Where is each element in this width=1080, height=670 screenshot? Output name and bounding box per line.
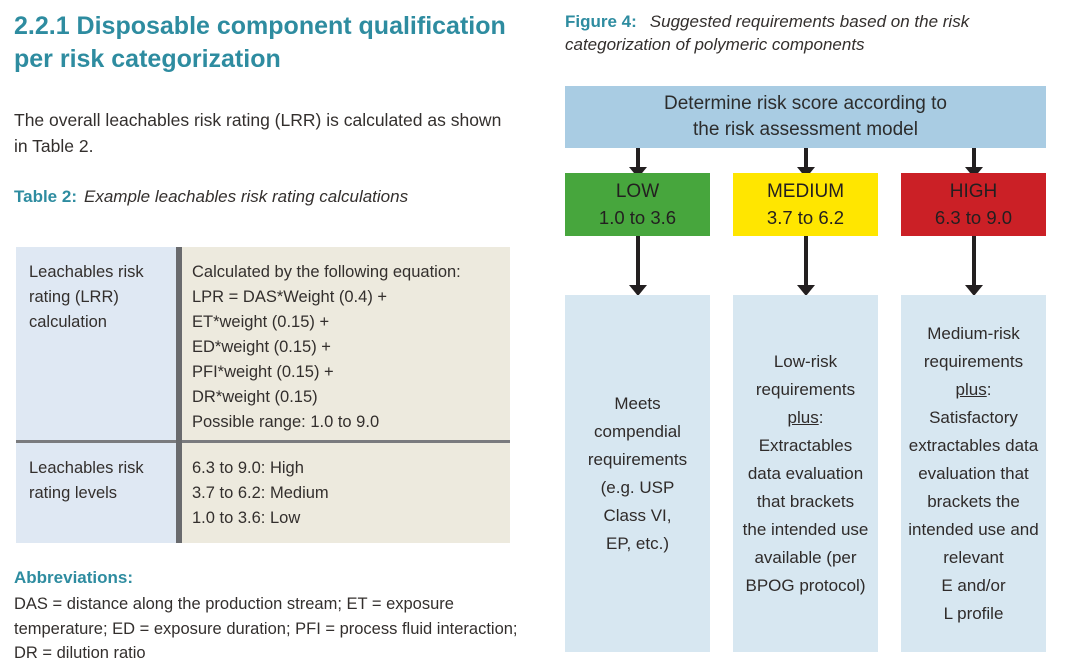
requirement-text: Satisfactory extractables data evaluatio… bbox=[908, 407, 1039, 623]
requirement-text: Medium-risk requirements bbox=[923, 323, 1024, 371]
table-caption-text: Example leachables risk rating calculati… bbox=[83, 187, 409, 206]
down-arrow-icon bbox=[965, 236, 983, 296]
requirement-text: Meets compendial requirements (e.g. USP … bbox=[587, 393, 688, 553]
risk-level-box-low: LOW 1.0 to 3.6 bbox=[565, 173, 710, 236]
abbreviations-heading: Abbreviations: bbox=[14, 568, 134, 587]
intro-paragraph: The overall leachables risk rating (LRR)… bbox=[14, 110, 502, 156]
down-arrow-icon bbox=[629, 148, 647, 178]
risk-level-box-medium: MEDIUM 3.7 to 6.2 bbox=[733, 173, 878, 236]
row-header-cell: Leachables risk rating (LRR) calculation bbox=[16, 247, 176, 440]
requirement-text: Extractables data evaluation that bracke… bbox=[742, 435, 869, 595]
table-column-divider bbox=[176, 247, 182, 543]
figure-caption-text: Suggested requirements based on the risk… bbox=[565, 12, 970, 54]
risk-level-range: 3.7 to 6.2 bbox=[766, 207, 845, 228]
row-header-cell: Leachables risk rating levels bbox=[16, 443, 176, 543]
table-caption-label: Table 2: bbox=[14, 187, 77, 206]
risk-level-label: MEDIUM bbox=[766, 181, 845, 202]
table-row-calculation: Leachables risk rating (LRR) calculation… bbox=[16, 247, 510, 440]
leachables-table: Leachables risk rating (LRR) calculation… bbox=[16, 247, 510, 543]
risk-score-box: Determine risk score according to the ri… bbox=[565, 86, 1046, 148]
risk-level-range: 6.3 to 9.0 bbox=[934, 207, 1013, 228]
down-arrow-icon bbox=[629, 236, 647, 296]
risk-level-box-high: HIGH 6.3 to 9.0 bbox=[901, 173, 1046, 236]
down-arrow-icon bbox=[797, 148, 815, 178]
requirement-text: Low-risk requirements bbox=[755, 351, 856, 399]
risk-flowchart: Determine risk score according to the ri… bbox=[565, 0, 1046, 670]
requirement-box-medium: Low-risk requirements plus: Extractables… bbox=[733, 295, 878, 652]
row-value-cell: 6.3 to 9.0: High 3.7 to 6.2: Medium 1.0 … bbox=[176, 443, 510, 543]
risk-level-label: HIGH bbox=[949, 181, 998, 202]
requirement-box-low: Meets compendial requirements (e.g. USP … bbox=[565, 295, 710, 652]
row-value-cell: Calculated by the following equation: LP… bbox=[176, 247, 510, 440]
down-arrow-icon bbox=[797, 236, 815, 296]
figure-caption: Figure 4:Suggested requirements based on… bbox=[565, 10, 1025, 56]
figure-caption-label: Figure 4: bbox=[565, 12, 637, 31]
table-row-levels: Leachables risk rating levels 6.3 to 9.0… bbox=[16, 440, 510, 543]
section-heading: 2.2.1 Disposable component qualification… bbox=[14, 12, 506, 73]
down-arrow-icon bbox=[965, 148, 983, 178]
risk-level-range: 1.0 to 3.6 bbox=[598, 207, 677, 228]
abbreviations-text: DAS = distance along the production stre… bbox=[14, 595, 518, 662]
risk-level-label: LOW bbox=[615, 181, 660, 202]
plus-label: plus: bbox=[787, 407, 824, 427]
table-caption: Table 2: Example leachables risk rating c… bbox=[14, 187, 539, 207]
plus-label: plus: bbox=[955, 379, 992, 399]
requirement-box-high: Medium-risk requirements plus: Satisfact… bbox=[901, 295, 1046, 652]
